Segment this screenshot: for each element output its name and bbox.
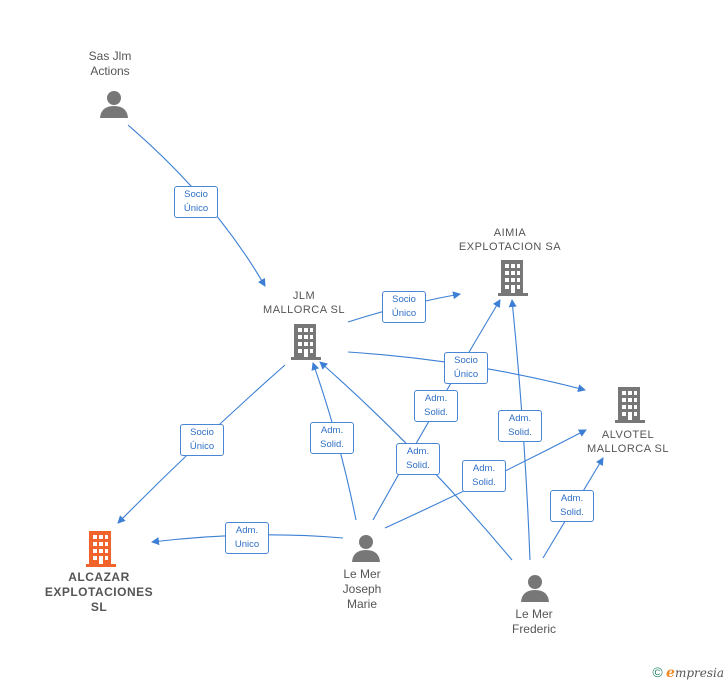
node-label-line: ALCAZAR [68, 570, 130, 584]
brand-initial: e [666, 665, 675, 681]
node-label-line: Marie [346, 597, 377, 611]
edge-label-adm-solid: Adm. Solid. [462, 460, 506, 492]
building-icon [498, 260, 528, 296]
node-label-line: Joseph [342, 582, 382, 596]
node-label-line: ALVOTEL [601, 429, 655, 441]
brand-logo: empresia [666, 665, 724, 681]
edge-label-adm-solid: Adm. Solid. [498, 410, 542, 442]
node-label-line: AIMIA [493, 227, 527, 239]
person-icon [100, 91, 128, 118]
edge-label-line: Único [183, 203, 209, 214]
node-label-line: Sas Jlm [88, 49, 132, 63]
edge-label-socio-unico: Socio Único [180, 424, 224, 456]
edge-label-adm-unico: Adm. Unico [225, 522, 269, 554]
edge-label-line: Único [189, 441, 215, 452]
building-icon [291, 324, 321, 360]
brand-text: mpresia [674, 666, 724, 680]
node-label-line: MALLORCA SL [587, 443, 669, 455]
edge-label-line: Adm. [560, 493, 584, 504]
edge-label-adm-solid: Adm. Solid. [550, 490, 594, 522]
node-label-line: JLM [292, 290, 316, 302]
edge-label-socio-unico: Socio Único [444, 352, 488, 384]
edge-label-adm-solid: Adm. Solid. [310, 422, 354, 454]
node-label-le-mer-frederic[interactable]: Le Mer Frederic [496, 607, 572, 637]
edge-label-line: Solid. [508, 427, 532, 438]
node-label-line: EXPLOTACIONES [44, 585, 154, 599]
edge-label-line: Único [391, 308, 417, 319]
node-label-alvotel[interactable]: ALVOTEL MALLORCA SL [578, 428, 678, 456]
edge-label-line: Solid. [472, 477, 496, 488]
edge-label-adm-solid: Adm. Solid. [396, 443, 440, 475]
edge-label-socio-unico: Socio Único [382, 291, 426, 323]
node-label-line: EXPLOTACION SA [458, 241, 562, 253]
edge-label-line: Adm. [424, 393, 448, 404]
edge-label-line: Solid. [320, 439, 344, 450]
node-label-aimia[interactable]: AIMIA EXPLOTACION SA [450, 226, 570, 254]
building-icon-highlight [86, 531, 116, 567]
node-label-le-mer-joseph[interactable]: Le Mer Joseph Marie [326, 567, 398, 612]
edge-label-line: Adm. [406, 446, 430, 457]
edge-label-line: Socio [392, 294, 416, 305]
edge-label-line: Socio [184, 189, 208, 200]
person-icon [521, 575, 549, 602]
edge-label-line: Socio [190, 427, 214, 438]
edge-label-adm-solid: Adm. Solid. [414, 390, 458, 422]
edge-label-line: Solid. [560, 507, 584, 518]
edge-label-line: Solid. [424, 407, 448, 418]
node-label-sas-jlm[interactable]: Sas Jlm Actions [70, 49, 150, 79]
person-icon [352, 535, 380, 562]
node-label-line: Le Mer [515, 607, 553, 621]
edge-label-line: Único [453, 369, 479, 380]
node-label-alcazar[interactable]: ALCAZAR EXPLOTACIONES SL [38, 570, 160, 615]
edge-label-line: Unico [234, 539, 260, 550]
edge-label-line: Solid. [406, 460, 430, 471]
footer-brand[interactable]: © empresia [652, 664, 724, 681]
edge-label-socio-unico: Socio Único [174, 186, 218, 218]
node-label-line: Frederic [511, 622, 556, 636]
edge-label-line: Adm. [320, 425, 344, 436]
edge-label-line: Adm. [508, 413, 532, 424]
edge-label-line: Socio [454, 355, 478, 366]
node-label-line: Le Mer [343, 567, 381, 581]
node-label-line: SL [90, 600, 108, 614]
node-label-jlm-mallorca[interactable]: JLM MALLORCA SL [254, 289, 354, 317]
copyright-icon: © [652, 664, 663, 680]
node-label-line: MALLORCA SL [263, 304, 345, 316]
node-label-line: Actions [90, 64, 130, 78]
building-icon [615, 387, 645, 423]
edge-label-line: Adm. [472, 463, 496, 474]
edge-label-line: Adm. [235, 525, 259, 536]
